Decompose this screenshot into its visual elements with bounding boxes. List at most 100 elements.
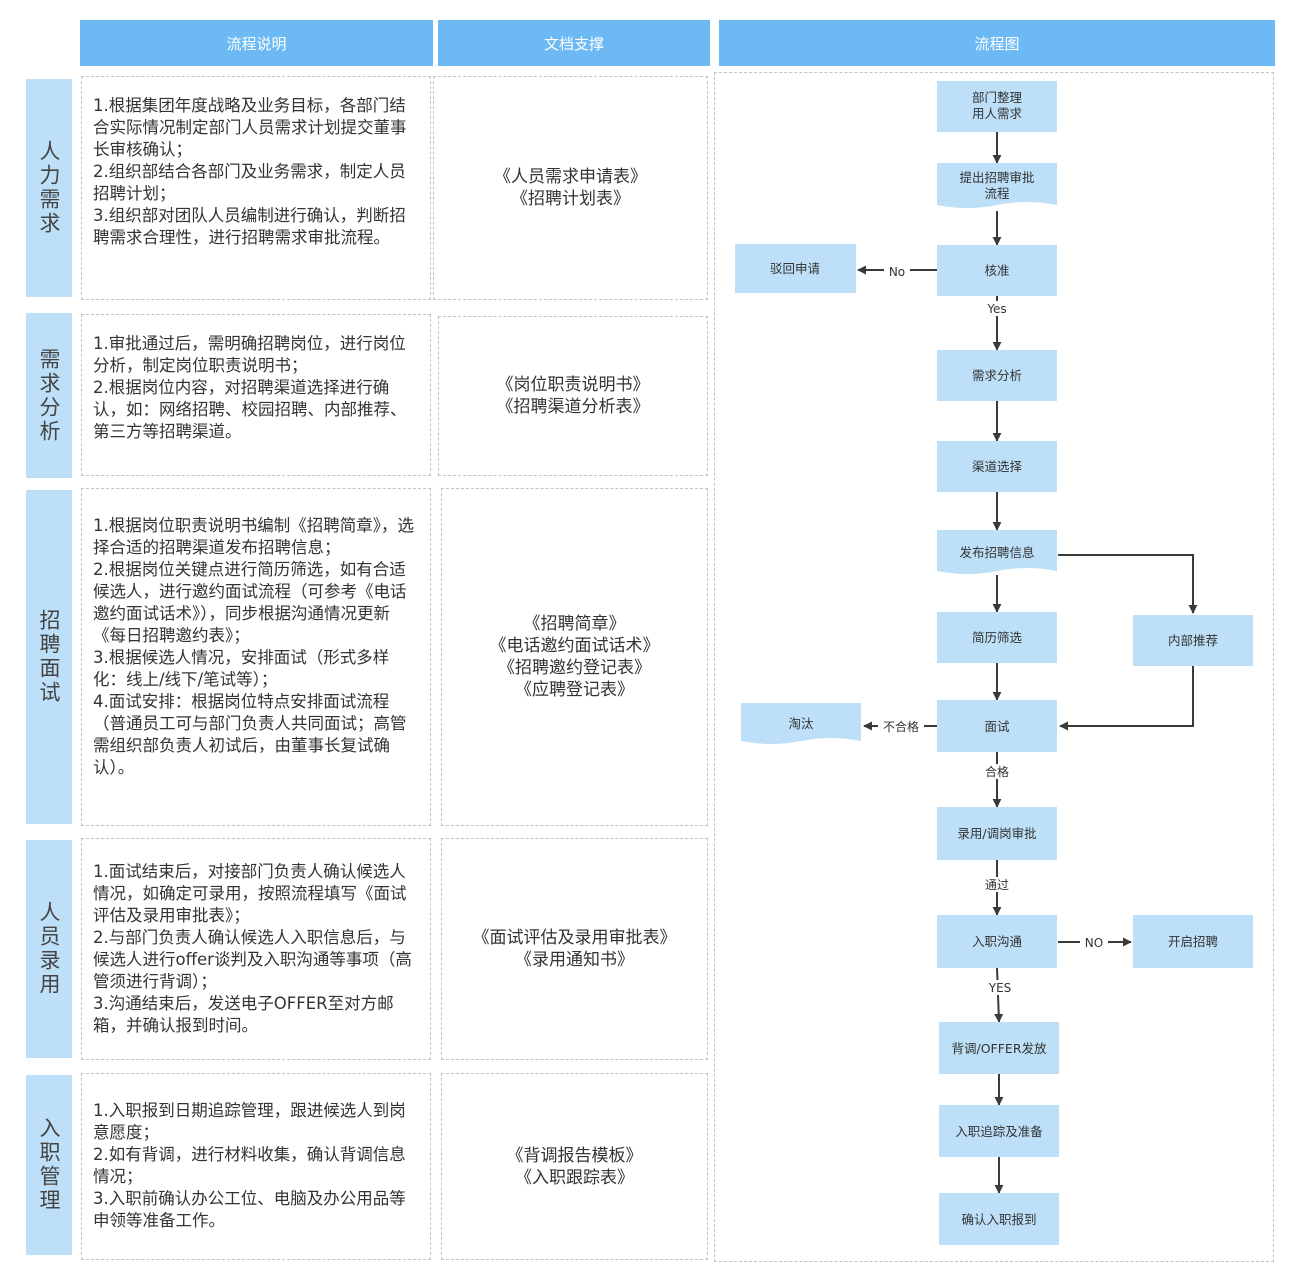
node-resume-screen xyxy=(937,612,1057,663)
doc-item: 《招聘邀约登记表》 xyxy=(498,658,651,678)
edge-label-fail: 不合格 xyxy=(883,719,919,734)
node-onboard-comm xyxy=(937,915,1057,968)
docs-demand-analysis: 《岗位职责说明书》 《招聘渠道分析表》 xyxy=(438,316,708,476)
docs-interview: 《招聘简章》 《电话邀约面试话术》 《招聘邀约登记表》 《应聘登记表》 xyxy=(441,488,708,826)
doc-item: 《录用通知书》 xyxy=(515,950,634,970)
edge-label-pass: 合格 xyxy=(985,764,1009,779)
desc-line: 1.入职报到日期追踪管理，跟进候选人到岗意愿度； xyxy=(93,1101,406,1142)
doc-item: 《招聘渠道分析表》 xyxy=(496,397,650,417)
edge-label-bg xyxy=(980,764,1014,779)
desc-line: 3.沟通结束后，发送电子OFFER至对方邮箱，并确认报到时间。 xyxy=(93,994,394,1035)
doc-item: 《背调报告模板》 xyxy=(506,1145,643,1166)
edge-label-passed: 通过 xyxy=(985,878,1009,892)
edge-label-bg xyxy=(878,719,924,734)
node-approve xyxy=(937,245,1057,296)
node-label: 驳回申请 xyxy=(770,261,820,276)
node-label: 入职追踪及准备 xyxy=(955,1124,1043,1139)
stage-label-hr-demand: 人力需求 xyxy=(26,79,72,297)
node-label: 内部推荐 xyxy=(1168,633,1218,648)
node-interview xyxy=(937,700,1057,752)
arrow-referral-to-interview xyxy=(1059,666,1194,731)
doc-item: 《面试评估及录用审批表》 xyxy=(472,928,677,948)
edge-label-bg xyxy=(980,877,1014,892)
node-label: 发布招聘信息 xyxy=(959,545,1034,560)
node-eliminate xyxy=(741,703,861,744)
doc-item: 《招聘简章》 xyxy=(523,614,626,634)
node-demand-analysis xyxy=(937,350,1057,401)
desc-line: 2.根据岗位内容，对招聘渠道选择进行确认，如：网络招聘、校园招聘、内部推荐、第三… xyxy=(93,378,407,441)
node-confirm-report xyxy=(939,1193,1059,1245)
doc-item: 《招聘计划表》 xyxy=(511,189,630,209)
doc-item: 《岗位职责说明书》 xyxy=(496,375,650,395)
doc-item: 《入职跟踪表》 xyxy=(515,1167,634,1188)
node-label: 录用/调岗审批 xyxy=(957,826,1036,841)
desc-line: 1.审批通过后，需明确招聘岗位，进行岗位分析，制定岗位职责说明书； xyxy=(93,334,406,375)
doc-item: 《电话邀约面试话术》 xyxy=(489,636,660,656)
node-label: 简历筛选 xyxy=(972,630,1023,645)
node-label: 流程 xyxy=(984,186,1010,201)
node-label: 用人需求 xyxy=(972,106,1023,121)
desc-line: 2.如有背调，进行材料收集，确认背调信息情况； xyxy=(93,1145,406,1186)
edge-label-bg xyxy=(1080,935,1108,950)
desc-line: 2.根据岗位关键点进行简历筛选，如有合适候选人，进行邀约面试流程（可参考《电话邀… xyxy=(93,560,407,645)
desc-line: 1.面试结束后，对接部门负责人确认候选人情况，如确定可录用，按照流程填写《面试评… xyxy=(93,862,407,925)
edge-label-no2: NO xyxy=(1085,936,1103,950)
node-hire-approval xyxy=(937,807,1057,860)
node-label: 面试 xyxy=(984,719,1010,734)
arrow-publish-to-referral xyxy=(1058,554,1198,614)
header-docs-support: 文档支撑 xyxy=(438,20,710,66)
node-label: 需求分析 xyxy=(972,368,1022,383)
edge-label-bg xyxy=(985,980,1015,995)
header-process-desc: 流程说明 xyxy=(80,20,433,66)
edge-label-bg xyxy=(982,301,1012,316)
doc-item: 《人员需求申请表》 xyxy=(494,167,647,187)
process-desc-hr-demand: 1.根据集团年度战略及业务目标，各部门结合实际情况制定部门人员需求计划提交董事长… xyxy=(81,76,431,300)
desc-line: 1.根据集团年度战略及业务目标，各部门结合实际情况制定部门人员需求计划提交董事长… xyxy=(93,96,407,159)
flow-node-labels: 部门整理 用人需求 提出招聘审批 流程 核准 驳回申请 需求分析 渠道选择 发布… xyxy=(770,90,1218,1227)
node-label: 淘汰 xyxy=(788,716,814,731)
node-reject-apply xyxy=(735,244,856,293)
process-desc-interview: 1.根据岗位职责说明书编制《招聘简章》，选择合适的招聘渠道发布招聘信息； 2.根… xyxy=(81,488,431,826)
docs-hiring: 《面试评估及录用审批表》 《录用通知书》 xyxy=(441,838,708,1060)
node-internal-referral xyxy=(1133,615,1253,666)
desc-line: 3.组织部对团队人员编制进行确认，判断招聘需求合理性，进行招聘需求审批流程。 xyxy=(93,206,406,247)
node-label: 背调/OFFER发放 xyxy=(951,1041,1047,1056)
node-label: 核准 xyxy=(984,263,1009,278)
node-label: 开启招聘 xyxy=(1168,934,1218,949)
node-label: 提出招聘审批 xyxy=(959,170,1034,185)
desc-line: 4.面试安排：根据岗位特点安排面试流程（普通员工可与部门负责人共同面试；高管需组… xyxy=(93,692,407,777)
node-label: 渠道选择 xyxy=(972,459,1023,474)
node-reopen-recruit xyxy=(1133,915,1253,968)
docs-hr-demand: 《人员需求申请表》 《招聘计划表》 xyxy=(433,76,708,300)
docs-onboarding: 《背调报告模板》 《入职跟踪表》 xyxy=(441,1073,708,1260)
desc-line: 3.根据候选人情况，安排面试（形式多样化：线上/线下/笔试等）； xyxy=(93,648,390,689)
node-label: 确认入职报到 xyxy=(961,1212,1036,1227)
node-dept-demand xyxy=(937,81,1057,132)
flowchart-frame xyxy=(714,72,1274,1262)
node-background-offer xyxy=(939,1022,1059,1074)
edge-label-no: No xyxy=(889,265,905,279)
process-desc-onboarding: 1.入职报到日期追踪管理，跟进候选人到岗意愿度； 2.如有背调，进行材料收集，确… xyxy=(81,1073,431,1260)
node-submit-approval xyxy=(937,163,1057,208)
edge-label-yes2: YES xyxy=(988,981,1012,995)
node-publish-info xyxy=(937,530,1057,574)
edge-label-bg xyxy=(884,264,910,279)
stage-label-onboarding: 入职管理 xyxy=(26,1075,72,1255)
node-label: 入职沟通 xyxy=(972,934,1023,949)
stage-label-interview: 招聘面试 xyxy=(26,490,72,824)
desc-line: 2.组织部结合各部门及业务需求，制定人员招聘计划； xyxy=(93,162,406,203)
desc-line: 3.入职前确认办公工位、电脑及办公用品等申领等准备工作。 xyxy=(93,1189,406,1230)
flow-edge-labels: No Yes 不合格 合格 通过 NO YES xyxy=(878,264,1108,995)
doc-item: 《应聘登记表》 xyxy=(515,680,634,700)
header-flowchart: 流程图 xyxy=(719,20,1275,66)
edge-label-yes: Yes xyxy=(986,302,1006,316)
node-channel-select xyxy=(937,441,1057,492)
process-desc-hiring: 1.面试结束后，对接部门负责人确认候选人情况，如确定可录用，按照流程填写《面试评… xyxy=(81,838,431,1060)
node-label: 部门整理 xyxy=(972,90,1023,105)
stage-label-hiring: 人员录用 xyxy=(26,840,72,1058)
process-desc-demand-analysis: 1.审批通过后，需明确招聘岗位，进行岗位分析，制定岗位职责说明书； 2.根据岗位… xyxy=(81,314,431,476)
node-onboard-track xyxy=(939,1105,1059,1157)
desc-line: 2.与部门负责人确认候选人入职信息后，与候选人进行offer谈判及入职沟通等事项… xyxy=(93,928,412,991)
flow-nodes xyxy=(735,81,1253,1245)
